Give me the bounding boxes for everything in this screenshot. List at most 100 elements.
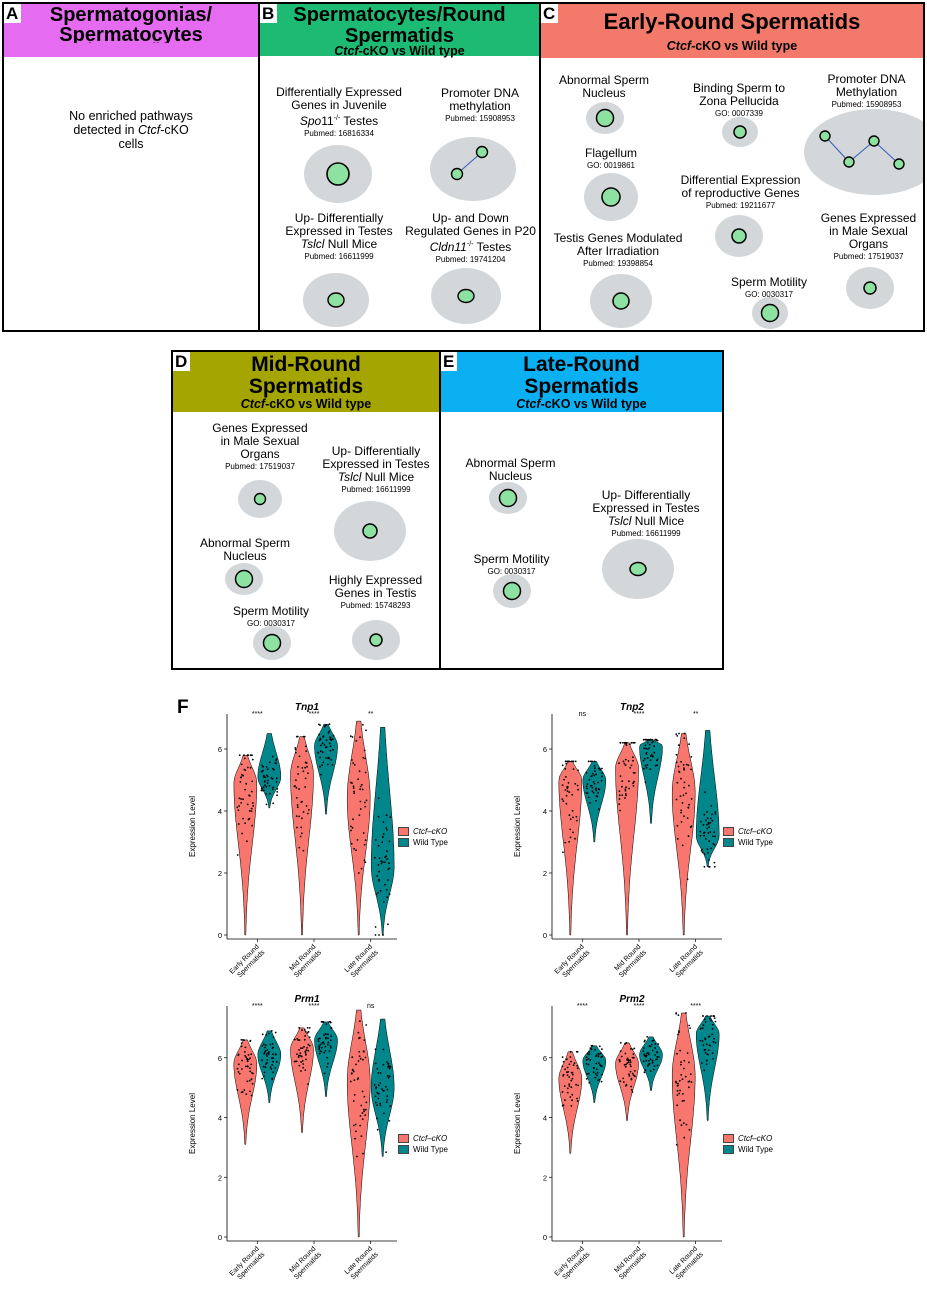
- data-point: [298, 1049, 300, 1051]
- significance-label: ****: [309, 711, 320, 718]
- violin-wt: [639, 739, 663, 824]
- data-point: [706, 827, 709, 830]
- data-point: [365, 729, 367, 732]
- data-point: [564, 768, 567, 770]
- violin-wt: [257, 733, 282, 809]
- data-point: [566, 787, 569, 790]
- x-tick-label: Mid RoundSpermatids: [287, 943, 323, 979]
- data-point: [375, 1086, 378, 1089]
- data-point: [388, 862, 390, 865]
- panel-b-header: Spermatocytes/Round Spermatids Ctcf-cKO …: [260, 4, 539, 58]
- data-point: [624, 788, 627, 791]
- data-point: [263, 1071, 266, 1074]
- data-point: [323, 1043, 326, 1045]
- data-point: [597, 1079, 599, 1082]
- data-point: [568, 1076, 571, 1078]
- panel-e-subtitle: Ctcf-cKO vs Wild type: [516, 397, 647, 411]
- panel-d-title-line1: Mid-Round: [251, 353, 361, 376]
- data-point: [302, 770, 305, 773]
- data-point: [352, 818, 354, 821]
- data-point: [252, 1072, 254, 1075]
- data-point: [621, 780, 624, 782]
- legend-swatch-wt: [723, 1145, 734, 1155]
- data-point: [359, 1020, 361, 1023]
- data-point: [243, 754, 245, 757]
- data-point: [601, 767, 603, 770]
- data-point: [266, 782, 269, 784]
- data-point: [352, 787, 355, 789]
- data-point: [363, 1095, 366, 1098]
- data-point: [710, 1019, 712, 1022]
- data-point: [304, 1030, 307, 1033]
- data-point: [652, 1039, 655, 1042]
- data-point: [272, 1036, 275, 1038]
- data-point: [572, 768, 575, 770]
- data-point: [271, 788, 274, 791]
- data-point: [677, 1082, 679, 1085]
- data-point: [296, 1038, 299, 1040]
- data-point: [630, 764, 633, 767]
- data-point: [587, 1063, 590, 1066]
- data-point: [646, 1036, 649, 1038]
- data-point: [632, 759, 634, 762]
- data-point: [571, 793, 574, 796]
- data-point: [704, 1018, 706, 1021]
- data-point: [625, 1042, 628, 1044]
- data-point: [359, 788, 361, 791]
- data-point: [645, 1055, 647, 1058]
- y-tick-label: 0: [543, 1233, 547, 1242]
- data-point: [378, 857, 381, 860]
- data-point: [623, 762, 626, 765]
- data-point: [298, 755, 301, 758]
- data-point: [244, 822, 246, 824]
- data-point: [679, 1089, 681, 1092]
- data-point: [576, 1050, 579, 1053]
- data-point: [374, 1062, 377, 1065]
- x-tick-label: Early RoundSpermatids: [229, 943, 267, 981]
- data-point: [331, 764, 334, 766]
- data-point: [575, 819, 578, 822]
- data-point: [688, 803, 690, 806]
- bubble-inner: [731, 228, 747, 244]
- data-point: [675, 761, 678, 764]
- data-point: [325, 739, 328, 742]
- data-point: [646, 741, 649, 744]
- data-point: [380, 862, 383, 865]
- data-point: [680, 811, 682, 814]
- data-point: [699, 1039, 702, 1042]
- data-point: [329, 1039, 332, 1042]
- data-point: [269, 792, 271, 795]
- data-point: [675, 733, 678, 735]
- data-point: [567, 1071, 570, 1073]
- x-tick-label: Late RoundSpermatids: [669, 1245, 706, 1282]
- data-point: [701, 851, 704, 854]
- data-point: [376, 1067, 379, 1070]
- panel-c-header: Early-Round Spermatids Ctcf-cKO vs Wild …: [541, 4, 923, 58]
- data-point: [624, 764, 627, 767]
- data-point: [631, 1091, 634, 1093]
- data-point: [566, 1074, 569, 1077]
- y-tick-label: 0: [543, 931, 547, 940]
- data-point: [625, 1084, 627, 1087]
- data-point: [706, 1015, 708, 1017]
- data-point: [574, 760, 577, 763]
- data-point: [682, 1122, 685, 1124]
- data-point: [707, 822, 710, 825]
- data-point: [377, 797, 380, 799]
- data-point: [576, 1064, 579, 1067]
- data-point: [323, 1034, 325, 1037]
- significance-label: ****: [252, 711, 263, 718]
- significance-label: **: [368, 711, 374, 718]
- data-point: [710, 847, 713, 850]
- data-point: [364, 757, 367, 760]
- data-point: [327, 1037, 329, 1040]
- data-point: [330, 759, 332, 761]
- data-point: [238, 805, 240, 807]
- data-point: [264, 1049, 267, 1052]
- data-point: [626, 1062, 629, 1065]
- data-point: [650, 753, 653, 756]
- data-point: [575, 1083, 577, 1086]
- data-point: [319, 1043, 322, 1046]
